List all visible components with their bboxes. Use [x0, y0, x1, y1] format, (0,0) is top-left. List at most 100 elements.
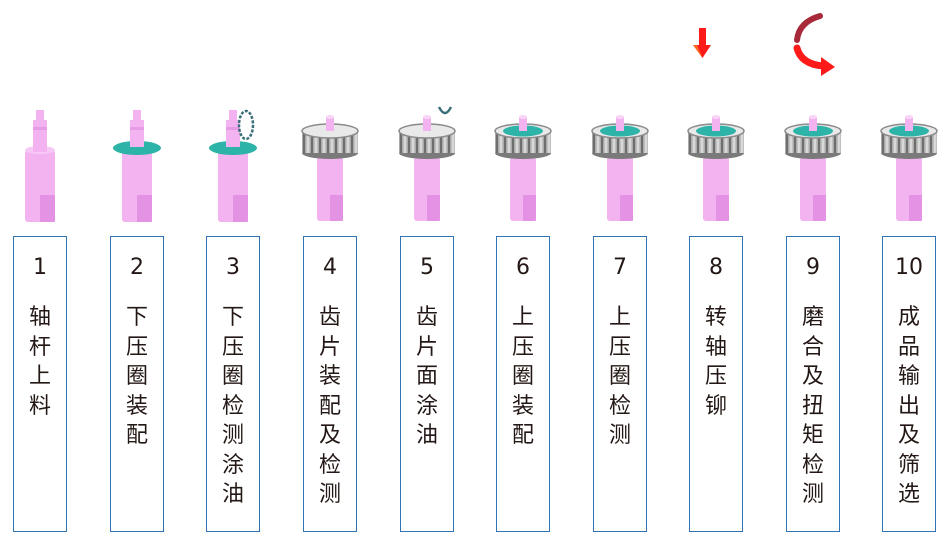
- step-label-char: 配: [511, 423, 534, 448]
- step-box: 10 成品输出及筛选: [882, 236, 936, 532]
- step-label-char: 油: [221, 482, 244, 507]
- press-down-arrow-icon: [690, 26, 714, 66]
- step-label-char: 圈: [608, 364, 631, 389]
- step-label-char: 片: [415, 334, 438, 360]
- step-label-char: 轴: [704, 334, 727, 360]
- gear-assembly-icon: [572, 95, 668, 230]
- gear-assembly-icon: [765, 95, 861, 230]
- step-label-char: 检: [608, 393, 631, 419]
- step-number: 7: [613, 255, 627, 280]
- step-number: 5: [420, 255, 434, 280]
- step-label-char: 及: [897, 423, 920, 448]
- step-label-char: 测: [801, 482, 824, 507]
- step-label-char: 齿: [318, 305, 341, 330]
- step-number: 3: [226, 255, 240, 280]
- step-label-char: 检: [221, 393, 244, 419]
- step-label-char: 轴: [28, 305, 51, 330]
- process-station-9: 9 磨合及扭矩检测: [765, 0, 861, 550]
- step-label-char: 面: [415, 364, 438, 389]
- step-box: 9 磨合及扭矩检测: [786, 236, 840, 532]
- gear-assembly-icon: [282, 95, 378, 230]
- step-label-char: 装: [511, 393, 534, 419]
- process-station-7: 7 上压圈检测: [572, 0, 668, 550]
- process-station-8: 8 转轴压铆: [668, 0, 764, 550]
- step-label-char: 装: [125, 393, 148, 419]
- step-box: 8 转轴压铆: [689, 236, 743, 532]
- step-label-char: 出: [897, 393, 920, 419]
- step-label-char: 铆: [704, 393, 727, 419]
- step-number: 8: [709, 255, 723, 280]
- step-label-char: 压: [125, 334, 148, 360]
- step-label-char: 下: [125, 305, 148, 330]
- step-box: 1 轴杆上料: [13, 236, 67, 532]
- step-label-char: 圈: [125, 364, 148, 389]
- step-label-char: 涂: [415, 393, 438, 419]
- step-label-char: 片: [318, 334, 341, 360]
- step-label-char: 筛: [897, 452, 920, 478]
- step-label-char: 圈: [221, 364, 244, 389]
- process-station-6: 6 上压圈装配: [475, 0, 571, 550]
- step-label-char: 配: [318, 393, 341, 419]
- step-label-char: 圈: [511, 364, 534, 389]
- step-label-char: 品: [897, 334, 920, 360]
- gear-assembly-icon: [475, 95, 571, 230]
- step-label-char: 扭: [801, 393, 824, 419]
- step-label-char: 下: [221, 305, 244, 330]
- step-label-char: 涂: [221, 452, 244, 478]
- step-label: 磨合及扭矩检测: [787, 303, 839, 510]
- shaft-assembly-icon: [0, 95, 88, 230]
- step-label-char: 上: [608, 305, 631, 330]
- step-box: 3 下压圈检测涂油: [206, 236, 260, 532]
- step-number: 1: [33, 255, 47, 280]
- step-label-char: 配: [125, 423, 148, 448]
- step-label-char: 压: [704, 364, 727, 389]
- step-label: 转轴压铆: [690, 303, 742, 421]
- step-label: 成品输出及筛选: [883, 303, 935, 510]
- step-label-char: 矩: [801, 423, 824, 448]
- step-box: 6 上压圈装配: [496, 236, 550, 532]
- step-label-char: 压: [608, 334, 631, 360]
- step-label-char: 测: [221, 423, 244, 448]
- process-station-10: 10 成品输出及筛选: [861, 0, 950, 550]
- step-label: 上压圈装配: [497, 303, 549, 451]
- step-box: 7 上压圈检测: [593, 236, 647, 532]
- step-label-char: 磨: [801, 305, 824, 330]
- rotate-arrow-icon: [785, 8, 845, 87]
- process-station-4: 4 齿片装配及检测: [282, 0, 378, 550]
- step-number: 4: [323, 255, 337, 280]
- step-box: 4 齿片装配及检测: [303, 236, 357, 532]
- step-label: 下压圈装配: [111, 303, 163, 451]
- step-label-char: 及: [801, 364, 824, 389]
- step-number: 9: [806, 255, 820, 280]
- step-label-char: 及: [318, 423, 341, 448]
- step-label-char: 选: [897, 482, 920, 507]
- step-label-char: 测: [608, 423, 631, 448]
- step-number: 2: [130, 255, 144, 280]
- step-label-char: 合: [801, 334, 824, 360]
- step-number: 6: [516, 255, 530, 280]
- process-station-2: 2 下压圈装配: [89, 0, 185, 550]
- step-label: 上压圈检测: [594, 303, 646, 451]
- gear-assembly-icon: [379, 95, 475, 230]
- step-label-char: 油: [415, 423, 438, 448]
- process-station-1: 1 轴杆上料: [0, 0, 88, 550]
- step-label: 下压圈检测涂油: [207, 303, 259, 510]
- step-label-char: 检: [318, 452, 341, 478]
- step-label-char: 压: [221, 334, 244, 360]
- step-label-char: 杆: [28, 334, 51, 360]
- process-station-3: 3 下压圈检测涂油: [185, 0, 281, 550]
- shaft-assembly-icon: [185, 95, 281, 230]
- step-label-char: 上: [28, 364, 51, 389]
- step-box: 5 齿片面涂油: [400, 236, 454, 532]
- step-label-char: 齿: [415, 305, 438, 330]
- step-label: 齿片装配及检测: [304, 303, 356, 510]
- step-label-char: 转: [704, 305, 727, 330]
- step-label: 轴杆上料: [14, 303, 66, 421]
- gear-assembly-icon: [861, 95, 950, 230]
- shaft-assembly-icon: [89, 95, 185, 230]
- step-label-char: 成: [897, 305, 920, 330]
- process-station-5: 5 齿片面涂油: [379, 0, 475, 550]
- step-label-char: 输: [897, 364, 920, 389]
- step-label-char: 压: [511, 334, 534, 360]
- step-number: 10: [895, 255, 923, 280]
